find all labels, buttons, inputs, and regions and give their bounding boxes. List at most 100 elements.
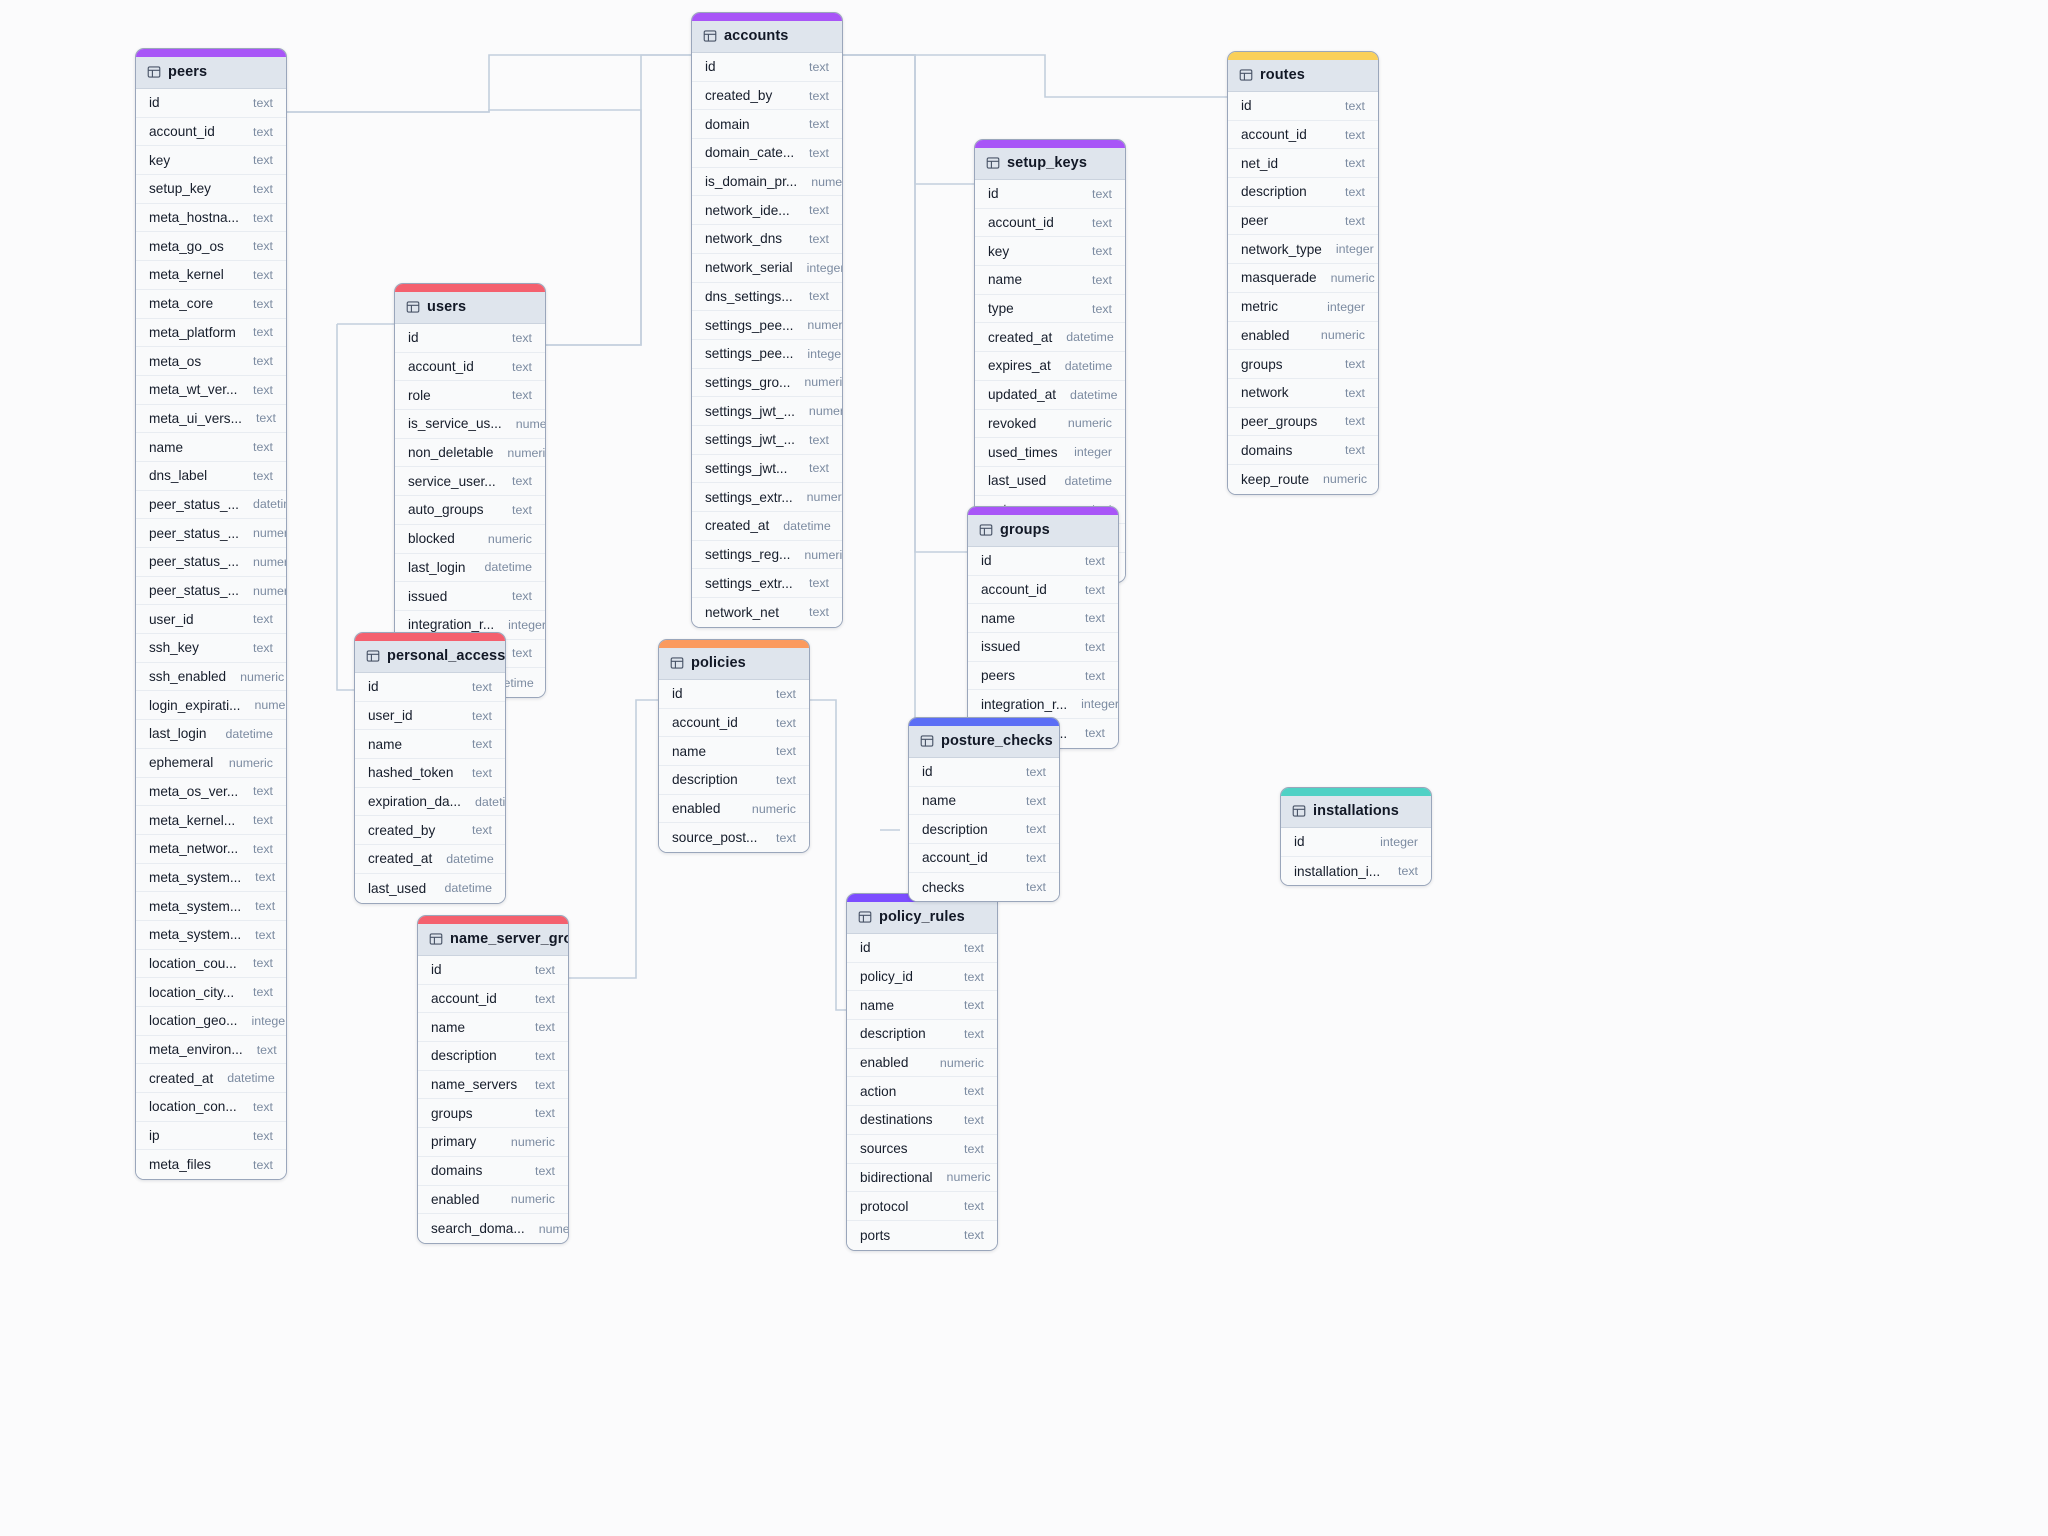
table-header[interactable]: name_server_groups <box>418 924 568 956</box>
table-column-row[interactable]: settings_extr...text <box>692 569 842 599</box>
table-column-row[interactable]: settings_extr...numeric <box>692 483 842 512</box>
table-column-row[interactable]: settings_pee...integer <box>692 339 842 369</box>
table-header[interactable]: installations <box>1281 796 1431 828</box>
table-column-row[interactable]: expiration_da...datetime <box>355 787 505 817</box>
table-node-name_server_groups[interactable]: name_server_groupsidtextaccount_idtextna… <box>417 915 569 1244</box>
table-column-row[interactable]: meta_environ...text <box>136 1035 286 1065</box>
table-column-row[interactable]: meta_system...text <box>136 920 286 950</box>
table-header[interactable]: routes <box>1228 60 1378 92</box>
table-header[interactable]: peers <box>136 57 286 89</box>
table-column-row[interactable]: service_user...text <box>395 467 545 497</box>
table-column-row[interactable]: meta_ui_vers...text <box>136 404 286 434</box>
table-column-row[interactable]: location_con...text <box>136 1093 286 1122</box>
table-header[interactable]: users <box>395 292 545 324</box>
table-column-row[interactable]: location_cou...text <box>136 949 286 979</box>
table-column-row[interactable]: settings_reg...numeric <box>692 540 842 570</box>
table-node-personal_access_tokens[interactable]: personal_access_tokensidtextuser_idtextn… <box>354 632 506 904</box>
table-column-row[interactable]: settings_jwt_...text <box>692 425 842 455</box>
table-column-row[interactable]: login_expirati...numeric <box>136 691 286 721</box>
table-column-row[interactable]: peer_status_...numeric <box>136 548 286 577</box>
table-column-row[interactable]: peer_status_...numeric <box>136 519 286 548</box>
table-header[interactable]: accounts <box>692 21 842 53</box>
table-header[interactable]: policies <box>659 648 809 680</box>
table-column-row[interactable]: meta_system...text <box>136 863 286 893</box>
table-column-row[interactable]: meta_os_ver...text <box>136 777 286 807</box>
table-column-row[interactable]: meta_hostna...text <box>136 203 286 233</box>
table-header[interactable]: groups <box>968 515 1118 547</box>
table-column-row[interactable]: source_post...text <box>659 823 809 853</box>
table-column-row[interactable]: installation_i...text <box>1281 856 1431 886</box>
table-column-row[interactable]: integration_r...integer <box>968 690 1118 720</box>
table-column-row[interactable]: meta_kernel...text <box>136 806 286 835</box>
table-header[interactable]: posture_checks <box>909 726 1059 758</box>
table-column-row[interactable]: is_service_us...numeric <box>395 410 545 439</box>
table-header[interactable]: setup_keys <box>975 148 1125 180</box>
